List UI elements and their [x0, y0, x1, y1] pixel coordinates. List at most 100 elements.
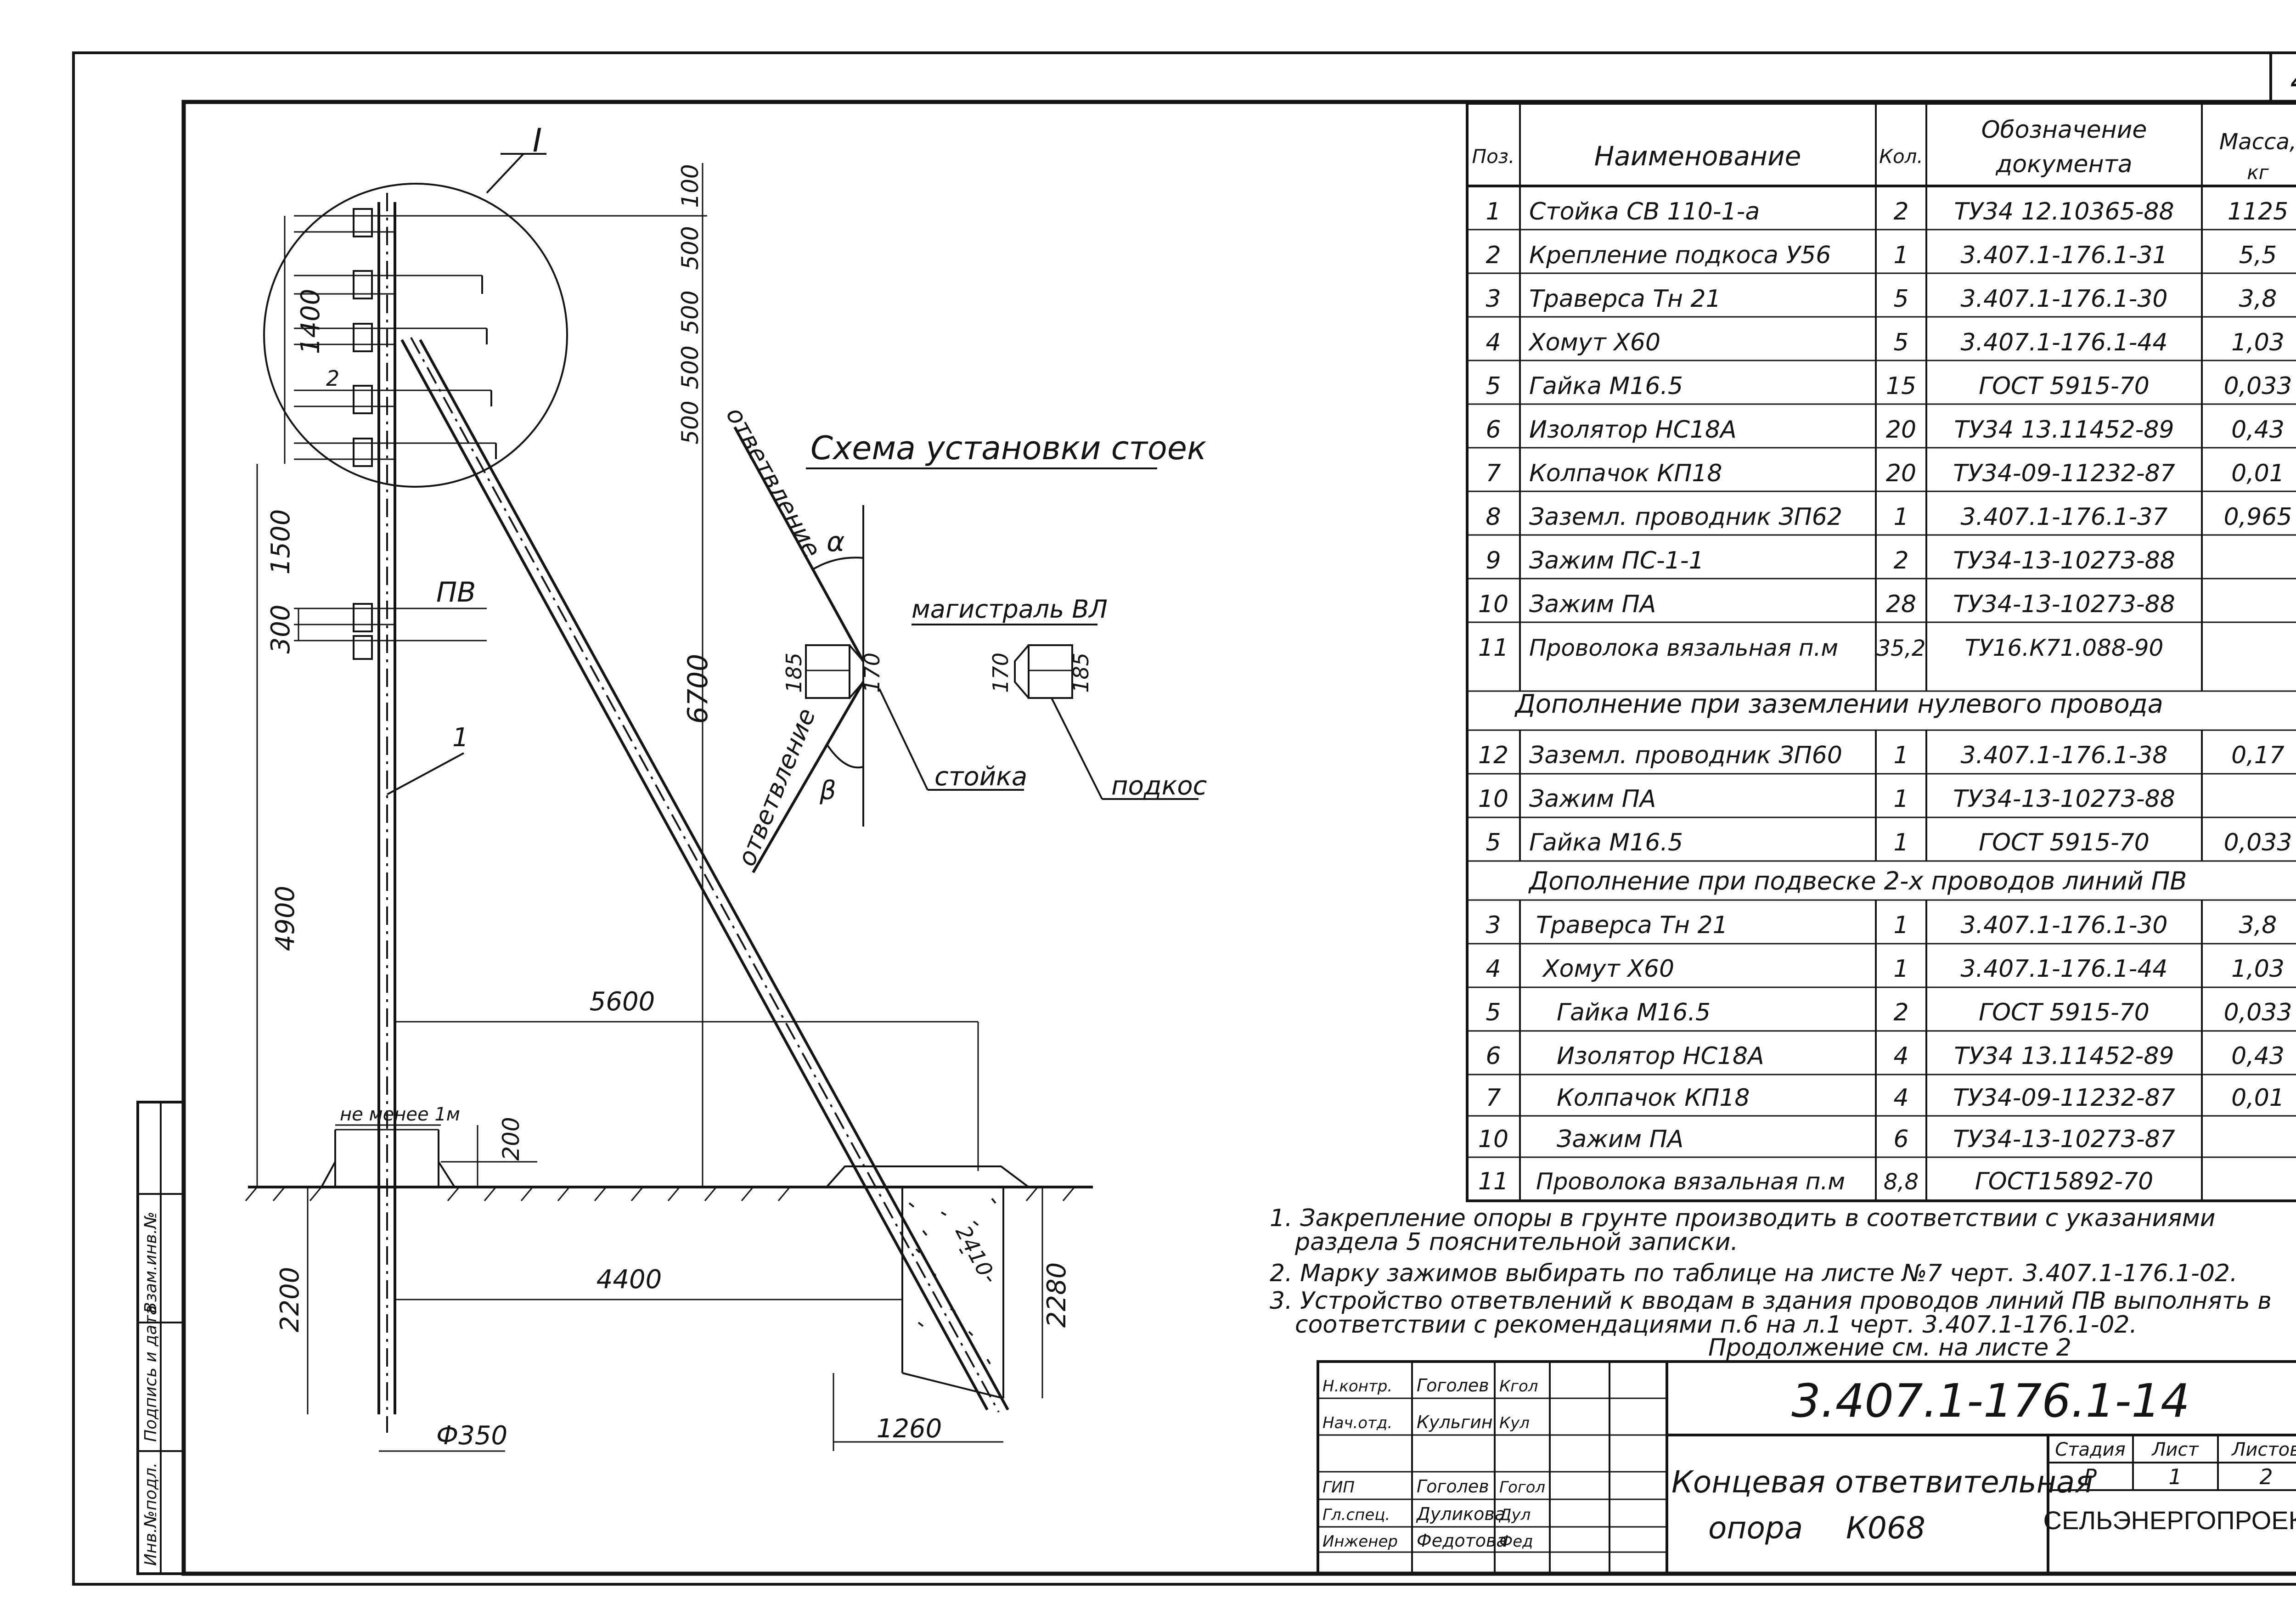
spec-cell-qty: 2: [1893, 547, 1908, 574]
crossarm: [294, 323, 488, 352]
sheet-number-box: [2269, 51, 2296, 103]
dim-top-500: 500: [677, 345, 703, 389]
spec-cell-name: Гайка М16.5: [1529, 829, 1683, 856]
side-stamp-replace: Взам.инв.№: [141, 1211, 160, 1313]
spec-cell-qty: 1: [1893, 785, 1908, 813]
note-line: соответствии с рекомендациями п.6 на л.1…: [1295, 1311, 2137, 1339]
signature-role: Гл.спец.: [1322, 1506, 1390, 1524]
spec-cell-qty: 35,2: [1877, 636, 1926, 661]
dim-1260: 1260: [877, 1414, 942, 1444]
spec-cell-name: Стойка СВ 110-1-а: [1529, 198, 1760, 225]
label-ground-depth: не менее 1м: [340, 1104, 460, 1125]
spec-cell-name: Зажим ПС-1-1: [1529, 547, 1704, 574]
spec-cell-pos: 5: [1486, 829, 1501, 856]
spec-section3-title: Дополнение при подвеске 2-х проводов лин…: [1528, 867, 2187, 895]
signature-row: Инженер Федотова Фед: [1322, 1531, 1533, 1551]
spec-cell-doc: 3.407.1-176.1-31: [1960, 242, 2167, 269]
spec-header-qty: Кол.: [1879, 145, 1923, 168]
dim-top-500: 500: [677, 226, 703, 270]
signature-row: Н.контр. Гоголев Кгол: [1322, 1375, 1538, 1396]
spec-row: 7 Колпачок КП18 20 ТУ34-09-11232-87 0,01: [1486, 460, 2284, 487]
spec-cell-doc: 3.407.1-176.1-30: [1960, 912, 2167, 939]
signature-row: ГИП Гоголев Гогол: [1322, 1476, 1545, 1497]
spec-header-mass-1: Масса,: [2219, 129, 2296, 155]
signature-name: Федотова: [1417, 1531, 1507, 1551]
spec-cell-name: Заземл. проводник ЗП60: [1529, 742, 1842, 769]
crossarm: [294, 208, 707, 237]
spec-cell-doc: ГОСТ15892-70: [1975, 1168, 2153, 1195]
label-main-line: магистраль ВЛ: [912, 595, 1108, 624]
spec-table: [1466, 102, 2296, 1202]
detail-circle: [263, 183, 568, 488]
signature-mark: Фед: [1499, 1532, 1533, 1551]
spec-row: 12 Заземл. проводник ЗП60 1 3.407.1-176.…: [1478, 742, 2285, 769]
signature-mark: Кгол: [1499, 1377, 1538, 1396]
installation-scheme: Схема установки стоек ответвление α 185 …: [720, 402, 1207, 873]
spec-cell-pos: 6: [1486, 1042, 1501, 1070]
spec-row: 4 Хомут Х60 1 3.407.1-176.1-44 1,03: [1486, 955, 2284, 983]
spec-cell-mass: 1,03: [2231, 329, 2285, 356]
spec-row: 7 Колпачок КП18 4 ТУ34-09-11232-87 0,01: [1486, 1084, 2284, 1112]
dim-6700: 6700: [682, 654, 714, 724]
spec-cell-qty: 28: [1886, 591, 1916, 618]
drawing-title-code: К068: [1846, 1510, 1925, 1546]
spec-cell-name: Гайка М16.5: [1529, 372, 1683, 400]
outer-frame: [72, 51, 2296, 1586]
dim-170-right: 170: [988, 653, 1013, 693]
spec-cell-pos: 1: [1486, 198, 1501, 225]
spec-cell-pos: 11: [1478, 634, 1508, 662]
dim-1400: 1400: [296, 289, 326, 355]
spec-cell-doc: 3.407.1-176.1-38: [1960, 742, 2167, 769]
spec-cell-mass: 0,43: [2231, 1042, 2285, 1070]
spec-cell-qty: 20: [1886, 416, 1916, 444]
spec-cell-name: Зажим ПА: [1529, 785, 1656, 813]
signature-name: Кульгин: [1417, 1412, 1493, 1432]
spec-header-doc-1: Обозначение: [1981, 116, 2147, 144]
spec-cell-doc: 3.407.1-176.1-37: [1960, 503, 2167, 531]
spec-cell-pos: 4: [1486, 329, 1501, 356]
spec-section2-title: Дополнение при заземлении нулевого прово…: [1514, 689, 2163, 719]
sheets-label: Листов: [2231, 1439, 2296, 1460]
spec-cell-pos: 3: [1486, 912, 1501, 939]
side-stamp: Инв.№подл. Подпись и дата Взам.инв.№: [136, 1101, 185, 1575]
spec-cell-pos: 7: [1486, 1084, 1501, 1112]
spec-cell-pos: 9: [1486, 547, 1501, 574]
label-branch-bottom: ответвление: [732, 704, 822, 870]
spec-cell-qty: 20: [1886, 460, 1916, 487]
dim-170-left: 170: [860, 653, 884, 693]
label-beta: β: [819, 776, 836, 805]
spec-cell-name: Заземл. проводник ЗП62: [1529, 503, 1842, 531]
spec-cell-doc: 3.407.1-176.1-44: [1960, 329, 2167, 356]
spec-cell-pos: 10: [1478, 1126, 1508, 1153]
spec-row: 11 Проволока вязальная п.м 8,8 ГОСТ15892…: [1478, 1168, 2153, 1195]
note-line: раздела 5 пояснительной записки.: [1294, 1228, 1738, 1256]
brace: [400, 339, 989, 1411]
signature-mark: Кул: [1499, 1414, 1530, 1432]
spec-cell-name: Изолятор НС18А: [1529, 416, 1737, 444]
signature-role: Инженер: [1322, 1532, 1398, 1551]
spec-cell-qty: 1: [1893, 242, 1908, 269]
sheet-label: Лист: [2151, 1439, 2199, 1460]
dim-185-left: 185: [782, 653, 806, 693]
spec-row: 10 Зажим ПА 6 ТУ34-13-10273-87: [1478, 1126, 2175, 1153]
spec-cell-name: Колпачок КП18: [1557, 1084, 1750, 1112]
note-line: 2. Марку зажимов выбирать по таблице на …: [1270, 1260, 2238, 1287]
notes: 1. Закрепление опоры в грунте производит…: [1270, 1204, 2272, 1362]
signature-role: ГИП: [1322, 1478, 1355, 1497]
inner-frame: [181, 100, 2296, 1576]
signature-role: Нач.отд.: [1322, 1414, 1392, 1432]
spec-row: 5 Гайка М16.5 2 ГОСТ 5915-70 0,033: [1486, 999, 2292, 1026]
drawing-code: 3.407.1-176.1-14: [1791, 1374, 2189, 1428]
stage-label: Стадия: [2055, 1439, 2125, 1460]
spec-cell-doc: ТУ34 12.10365-88: [1954, 198, 2174, 225]
spec-cell-qty: 4: [1893, 1042, 1908, 1070]
spec-row: 8 Заземл. проводник ЗП62 1 3.407.1-176.1…: [1486, 503, 2292, 531]
crossarm-pv: [294, 603, 487, 660]
spec-cell-doc: ТУ34-13-10273-87: [1953, 1126, 2175, 1153]
spec-cell-qty: 5: [1893, 285, 1908, 313]
spec-cell-pos: 10: [1478, 591, 1508, 618]
spec-cell-mass: 0,43: [2231, 416, 2285, 444]
dim-top-500: 500: [677, 290, 703, 334]
sheet-value: 1: [2168, 1464, 2182, 1489]
signature-name: Гоголев: [1417, 1375, 1489, 1396]
